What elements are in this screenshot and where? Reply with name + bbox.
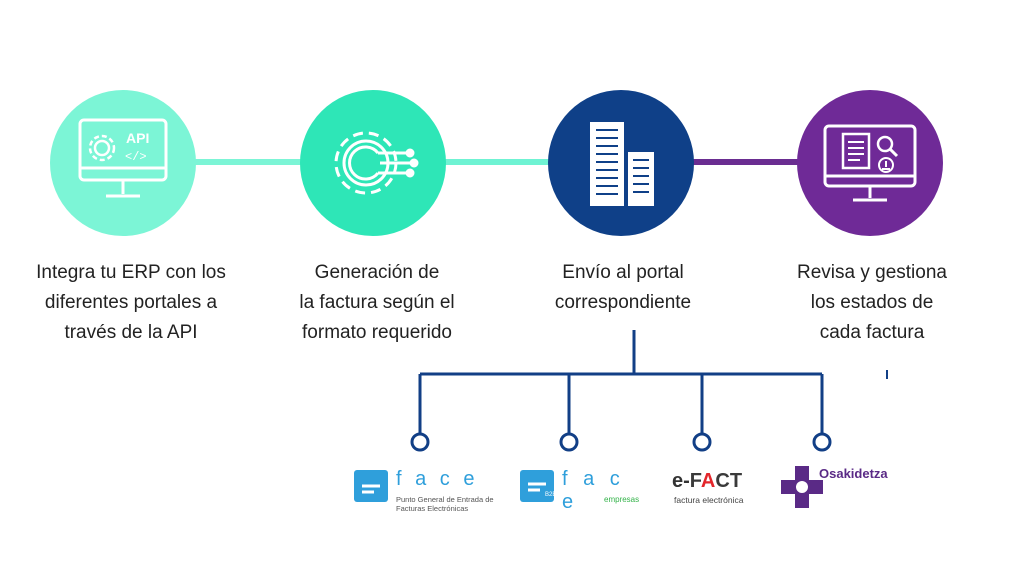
osakidetza-cross-icon [781,466,823,508]
face-empresas-logo-text: f a c e [562,468,625,513]
connector-line-1 [180,159,310,165]
step-2-circle [300,90,446,236]
code-label: </> [125,150,147,164]
e-fact-subtitle: factura electrónica [674,495,744,505]
face-logo-text: f a c e [396,468,479,490]
step-4-circle [797,90,943,236]
e-fact-prefix: e- [672,470,690,492]
computer-api-icon: API </> [78,118,168,198]
e-fact-logo: e-FACT factura electrónica [672,470,772,510]
face-empresas-logo: B2B f a c e empresas [518,468,648,513]
stray-mark [886,370,888,379]
step-3-circle [548,90,694,236]
buildings-icon [590,122,654,206]
osakidetza-logo: Osakidetza [779,464,919,514]
connector-line-3 [680,159,810,165]
step-1-circle: API </> [50,90,196,236]
osakidetza-text: Osakidetza [819,466,888,481]
gear-circuit-icon [334,131,419,195]
api-label: API [126,130,149,146]
computer-document-search-icon [823,124,917,202]
e-fact-main: FACT [689,470,743,492]
connector-line-2 [430,159,560,165]
face-empresas-subtitle: empresas [604,495,640,504]
b2b-badge: B2B [545,492,557,498]
